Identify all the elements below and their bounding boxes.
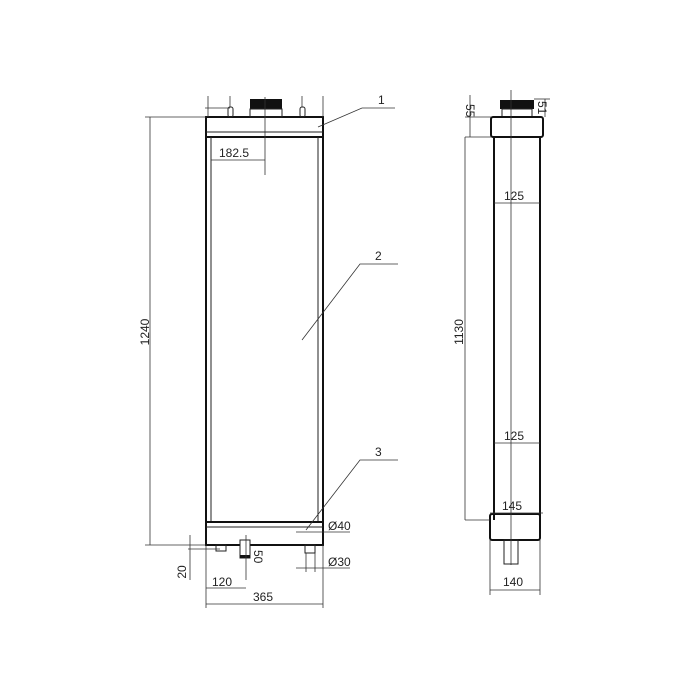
side-view: 55 51 1130 125 125 145 140: [452, 90, 550, 595]
dim-50: 50: [251, 550, 265, 564]
callout-3: 3: [375, 445, 382, 459]
dim-140: 140: [503, 575, 523, 589]
dim-145: 145: [502, 499, 522, 513]
dim-dia-40: Ø40: [328, 519, 351, 533]
dim-120: 120: [212, 575, 232, 589]
side-top-tank: [490, 116, 544, 138]
callout-2: 2: [375, 249, 382, 263]
callout-1: 1: [378, 93, 385, 107]
dim-20: 20: [175, 565, 189, 579]
dim-182-5: 182.5: [219, 146, 249, 160]
side-bottom-tank: [489, 513, 541, 541]
dim-125-bottom: 125: [504, 429, 524, 443]
dim-1240: 1240: [138, 318, 152, 345]
radiator-outline: [205, 116, 324, 546]
stud-left: [227, 106, 234, 118]
dim-365: 365: [253, 590, 273, 604]
dim-51: 51: [535, 101, 549, 115]
drain-left: [215, 544, 227, 552]
front-view: 182.5 1240 50 Ø40 Ø30 20 120 365 1: [138, 93, 398, 608]
stud-right: [299, 106, 306, 118]
drain-right: [304, 544, 316, 554]
side-inlet-connector: [500, 100, 534, 109]
dim-125-top: 125: [504, 189, 524, 203]
dim-dia-30: Ø30: [328, 555, 351, 569]
inlet-connector: [250, 99, 282, 109]
dim-55: 55: [463, 104, 477, 118]
dim-1130: 1130: [452, 319, 466, 345]
